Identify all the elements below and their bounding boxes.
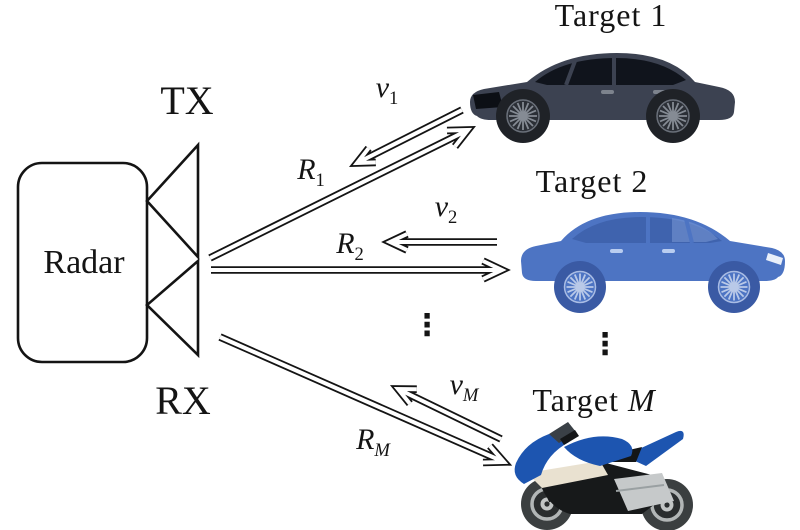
car-door-handle [610,249,623,253]
vertical-ellipsis-left: ⋮ [412,308,442,343]
target-2-prefix: Target [535,163,623,199]
blue-sedan-icon [521,212,785,314]
r2-range-arrow [211,257,511,283]
vm-velocity-arrow [389,385,503,443]
v2-velocity-arrow [381,230,497,254]
target-m-label: Target M [532,384,655,416]
moto-cream-stripe [527,461,608,488]
tx-label: TX [160,78,214,123]
car-door-handle [662,249,675,253]
moto-exhaust-line [615,484,665,492]
dark-sedan-icon [470,53,735,144]
target-1-label: Target 1 [555,0,668,31]
r2-symbol: R [336,227,355,261]
r2-label: R2 [336,229,364,265]
r1-subscript: 1 [315,170,325,192]
v1-subscript: 1 [389,88,399,110]
vm-label: vM [450,370,479,406]
car-front-wheel [495,88,551,144]
car-front-headlight [473,92,503,109]
target-1-index: 1 [650,0,668,33]
car-headlight [766,253,783,265]
rm-subscript: M [374,440,390,462]
car-front-wheel [553,260,607,314]
car-window-pillars [564,58,616,86]
v2-label: v2 [435,192,458,228]
r1-range-arrow [208,126,476,262]
radar-box [16,161,149,364]
vertical-ellipsis-right: ⋮ [590,327,620,362]
target-m-index: M [628,382,656,418]
target-2-index: 2 [631,163,649,199]
car-rear-wheel [645,88,701,144]
moto-tank [564,436,633,466]
target-m-prefix: Target [532,382,620,418]
rx-label: RX [155,378,211,423]
rm-symbol: R [356,423,375,457]
r1-symbol: R [297,153,316,187]
v1-symbol: v [375,71,390,105]
target-1-prefix: Target [554,0,642,33]
car-window-pillars [646,217,694,244]
vm-subscript: M [462,385,479,407]
v2-symbol: v [434,190,449,224]
target-2-label: Target 2 [536,165,649,197]
motorcycle-icon [514,422,695,530]
v2-subscript: 2 [448,207,458,229]
car-rear-wheel [707,260,761,314]
car-windshield-tint [672,218,718,242]
r1-label: R1 [297,155,325,191]
moto-handlebar [560,430,579,445]
moto-front-fairing [514,434,569,484]
moto-tail [624,430,684,466]
car-door-handle [601,90,614,94]
radar-label: Radar [43,244,125,281]
rm-range-arrow [218,333,513,467]
tx-antenna-icon [145,141,200,261]
v1-label: v1 [376,73,399,109]
rx-antenna-icon [145,258,200,359]
rm-label: RM [356,425,390,461]
vm-symbol: v [449,368,463,402]
moto-exhaust [614,473,674,511]
r2-subscript: 2 [354,244,364,266]
moto-windscreen [549,422,576,443]
v1-velocity-arrow [348,106,464,168]
